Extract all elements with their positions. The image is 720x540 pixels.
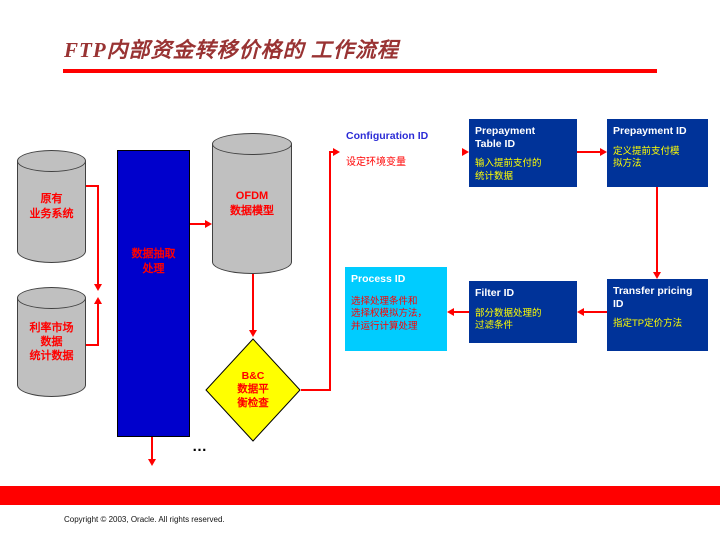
market-data-label: 利率市场 数据 统计数据	[29, 321, 74, 363]
transfer-pricing-id-desc: 指定TP定价方法	[613, 318, 683, 330]
cylinder-cap	[212, 133, 292, 155]
filter-id-box: Filter ID 部分数据处理的 过滤条件	[469, 281, 577, 343]
balance-check-label: B&C 数据平 衡检查	[237, 370, 269, 409]
balance-check-diamond: B&C 数据平 衡检查	[205, 338, 301, 442]
prepayment-id-desc: 定义提前支付模 拟方法	[613, 145, 680, 170]
connector-preptable-to-prepayment	[577, 148, 607, 156]
data-extract-block: 数据抽取 处理	[117, 150, 190, 437]
filter-id-desc: 部分数据处理的 过滤条件	[475, 307, 542, 332]
configuration-id-desc: 设定环境变量	[346, 156, 406, 168]
cylinder-body	[212, 144, 292, 274]
connector-check-to-configuration	[301, 148, 340, 391]
configuration-id-title: Configuration ID	[346, 130, 429, 142]
data-extract-label: 数据抽取 处理	[131, 248, 176, 275]
connector-source-to-extract	[86, 185, 102, 291]
transfer-pricing-id-title: Transfer pricing ID	[613, 285, 693, 310]
ofdm-model-label: OFDM 数据模型	[230, 190, 274, 217]
ofdm-model-cylinder: OFDM 数据模型	[212, 133, 292, 274]
prepayment-table-id-box: Prepayment Table ID 输入提前支付的 统计数据	[469, 119, 577, 187]
cylinder-cap	[17, 287, 86, 309]
connector-transfer-to-filter	[577, 308, 607, 316]
process-id-desc: 选择处理条件和 选择权模拟方法， 并运行计算处理	[351, 295, 428, 333]
market-data-cylinder: 利率市场 数据 统计数据	[17, 287, 86, 397]
copyright-text: Copyright © 2003, Oracle. All rights res…	[64, 515, 225, 524]
prepayment-id-box: Prepayment ID 定义提前支付模 拟方法	[607, 119, 708, 187]
cylinder-cap	[17, 150, 86, 172]
slide-title: FTP内部资金转移价格的 工作流程	[64, 38, 399, 62]
configuration-id-box: Configuration ID 设定环境变量	[340, 124, 462, 186]
prepayment-table-id-desc: 输入提前支付的 统计数据	[475, 158, 542, 182]
source-system-label: 原有 业务系统	[29, 193, 74, 220]
process-id-title: Process ID	[351, 273, 406, 285]
title-underline	[63, 69, 657, 73]
prepayment-table-id-title: Prepayment Table ID	[475, 125, 536, 150]
cylinder-body	[17, 161, 86, 263]
connector-market-to-extract	[86, 297, 102, 346]
connector-configuration-to-preptable	[462, 148, 469, 156]
prepayment-id-title: Prepayment ID	[613, 125, 687, 137]
connector-prepayment-to-transfer	[653, 187, 661, 279]
connector-filter-to-process	[447, 308, 469, 316]
connector-extract-to-ofdm	[190, 220, 212, 228]
connector-extract-continues	[148, 437, 156, 466]
filter-id-title: Filter ID	[475, 287, 515, 299]
diamond-shape	[205, 338, 301, 442]
continuation-ellipsis: …	[192, 438, 207, 455]
connector-ofdm-to-check	[249, 274, 257, 337]
transfer-pricing-id-box: Transfer pricing ID 指定TP定价方法	[607, 279, 708, 351]
source-system-cylinder: 原有 业务系统	[17, 150, 86, 263]
cylinder-body	[17, 298, 86, 397]
process-id-box: Process ID 选择处理条件和 选择权模拟方法， 并运行计算处理	[345, 267, 447, 351]
footer-red-bar	[0, 486, 720, 505]
